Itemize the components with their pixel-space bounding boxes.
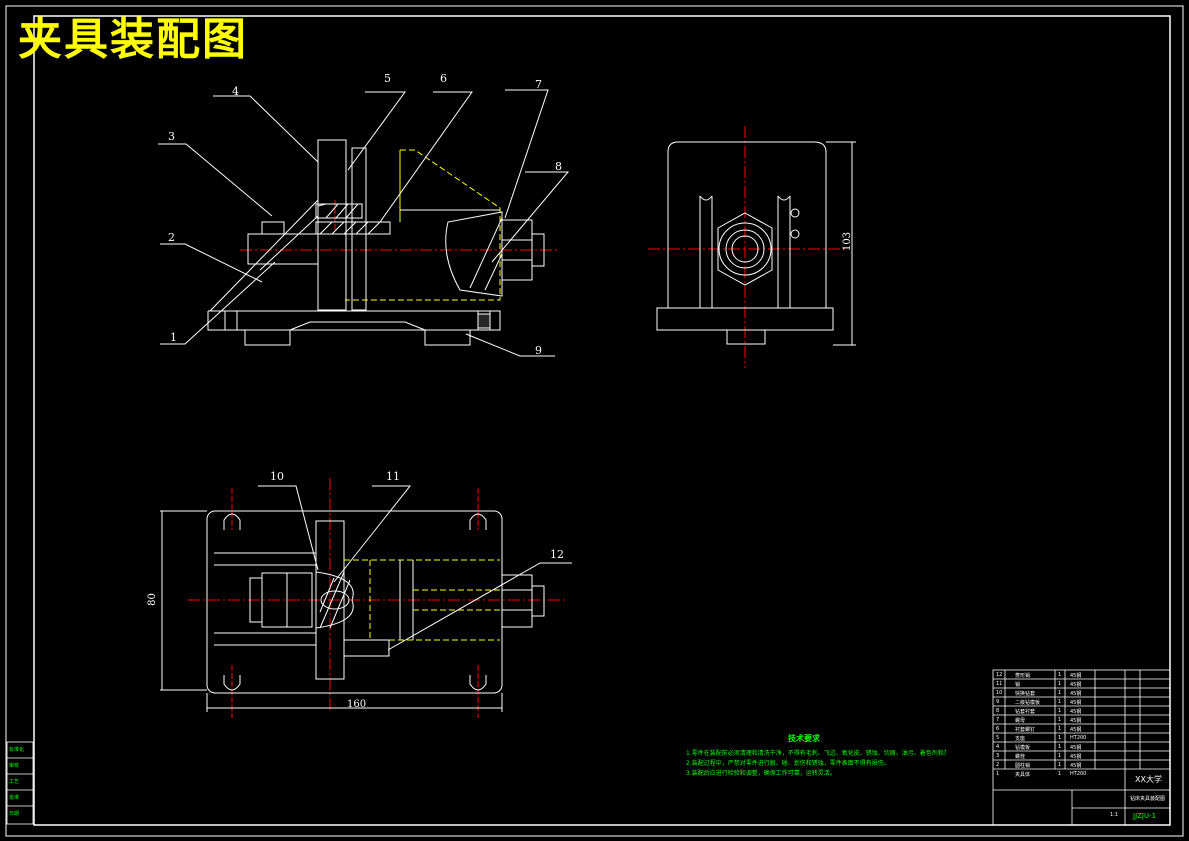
part-label-7: 7 bbox=[535, 78, 542, 91]
side-view bbox=[648, 126, 856, 368]
parts-row-material: 45钢 bbox=[1070, 727, 1082, 733]
parts-row-material: 45钢 bbox=[1070, 754, 1082, 760]
parts-row-name: 钻模板 bbox=[1015, 745, 1031, 751]
parts-row-qty: 1 bbox=[1058, 672, 1062, 678]
parts-row-material: 45钢 bbox=[1070, 745, 1082, 751]
parts-row-qty: 1 bbox=[1058, 744, 1062, 750]
parts-row-name: 衬套螺钉 bbox=[1015, 727, 1036, 733]
parts-row-no: 6 bbox=[996, 726, 1000, 732]
parts-row-qty: 1 bbox=[1058, 708, 1062, 714]
part-label-10: 10 bbox=[270, 470, 284, 483]
side-block-cell: 工艺 bbox=[9, 779, 20, 785]
part-label-6: 6 bbox=[440, 72, 447, 85]
side-block-grid bbox=[6, 741, 34, 825]
part-label-9: 9 bbox=[535, 344, 542, 357]
parts-row-qty: 1 bbox=[1058, 753, 1062, 759]
top-view bbox=[160, 478, 572, 718]
part-label-3: 3 bbox=[168, 130, 175, 143]
drawing-name: 钻床夹具装配图 bbox=[1130, 796, 1166, 802]
part-label-8: 8 bbox=[555, 160, 562, 173]
parts-row-material: 45钢 bbox=[1070, 763, 1082, 769]
requirement-item: 2.装配过程中，严禁对零件进行敲、碰、划伤和锈蚀，零件表面不得有损伤。 bbox=[686, 760, 890, 767]
parts-row-material: 45钢 bbox=[1070, 700, 1082, 706]
side-block-cell: 批准 bbox=[9, 795, 20, 801]
requirement-item: 3.装配后应进行检验和调整，确保工作可靠，运转灵活。 bbox=[686, 770, 836, 777]
parts-row-no: 9 bbox=[996, 699, 1000, 705]
leader-lines bbox=[158, 89, 570, 357]
parts-row-no: 5 bbox=[996, 735, 1000, 741]
side-block-cell: 审核 bbox=[9, 763, 20, 769]
parts-row-qty: 1 bbox=[1058, 717, 1062, 723]
part-label-11: 11 bbox=[386, 470, 400, 483]
parts-row-no: 10 bbox=[996, 690, 1003, 696]
part-label-5: 5 bbox=[384, 72, 391, 85]
parts-row-material: HT200 bbox=[1070, 771, 1087, 777]
parts-row-name: 圆柱销 bbox=[1015, 763, 1031, 769]
parts-row-material: 45钢 bbox=[1070, 673, 1082, 679]
parts-row-material: 45钢 bbox=[1070, 691, 1082, 697]
parts-row-no: 2 bbox=[996, 762, 1000, 768]
parts-row-qty: 1 bbox=[1058, 690, 1062, 696]
outer-border bbox=[5, 5, 1184, 837]
parts-row-name: 支座 bbox=[1015, 736, 1026, 742]
parts-row-qty: 1 bbox=[1058, 771, 1062, 777]
side-block-cell: 日期 bbox=[9, 811, 20, 817]
parts-row-qty: 1 bbox=[1058, 699, 1062, 705]
parts-row-material: 45钢 bbox=[1070, 709, 1082, 715]
title-block-grid bbox=[992, 669, 1171, 826]
parts-row-qty: 1 bbox=[1058, 762, 1062, 768]
parts-row-qty: 1 bbox=[1058, 726, 1062, 732]
inner-frame bbox=[33, 15, 1171, 826]
parts-row-name: 钻套衬套 bbox=[1015, 709, 1036, 715]
scale-value: 1:1 bbox=[1110, 812, 1119, 818]
part-label-4: 4 bbox=[232, 85, 239, 98]
parts-row-qty: 1 bbox=[1058, 681, 1062, 687]
parts-row-qty: 1 bbox=[1058, 735, 1062, 741]
parts-row-no: 7 bbox=[996, 717, 1000, 723]
drawing-title: 夹具装配图 bbox=[18, 14, 248, 65]
front-view bbox=[207, 139, 560, 346]
requirements-heading: 技术要求 bbox=[788, 734, 820, 743]
parts-row-name: 菱形销 bbox=[1015, 673, 1031, 679]
side-block-cell: 标准化 bbox=[9, 747, 25, 753]
dimension-height: 103 bbox=[842, 231, 854, 252]
parts-row-no: 12 bbox=[996, 672, 1003, 678]
parts-row-no: 1 bbox=[996, 771, 1000, 777]
parts-row-material: 45钢 bbox=[1070, 718, 1082, 724]
parts-row-name: 二级钻模板 bbox=[1015, 700, 1041, 706]
requirement-item: 1.零件在装配前必须清理和清洗干净，不得有毛刺、飞边、氧化皮、锈蚀、切屑、油污、… bbox=[686, 750, 946, 757]
part-label-12: 12 bbox=[550, 548, 564, 561]
school-name: XX大学 bbox=[1135, 775, 1162, 784]
parts-row-no: 3 bbox=[996, 753, 1000, 759]
parts-row-name: 快换钻套 bbox=[1015, 691, 1036, 697]
parts-row-material: HT200 bbox=[1070, 735, 1087, 741]
parts-row-no: 8 bbox=[996, 708, 1000, 714]
parts-row-material: 45钢 bbox=[1070, 682, 1082, 688]
parts-row-name: 销 bbox=[1015, 682, 1021, 688]
dimension-width: 160 bbox=[347, 699, 367, 710]
dimension-depth: 80 bbox=[146, 593, 158, 606]
parts-row-name: 螺母 bbox=[1015, 718, 1026, 724]
parts-row-name: 螺栓 bbox=[1015, 754, 1026, 760]
parts-row-name: 夹具体 bbox=[1015, 772, 1031, 778]
parts-row-no: 11 bbox=[996, 681, 1003, 687]
parts-row-no: 4 bbox=[996, 744, 1000, 750]
part-label-1: 1 bbox=[170, 331, 177, 344]
part-label-2: 2 bbox=[168, 231, 175, 244]
drawing-number: JJZJU-1 bbox=[1133, 812, 1157, 820]
